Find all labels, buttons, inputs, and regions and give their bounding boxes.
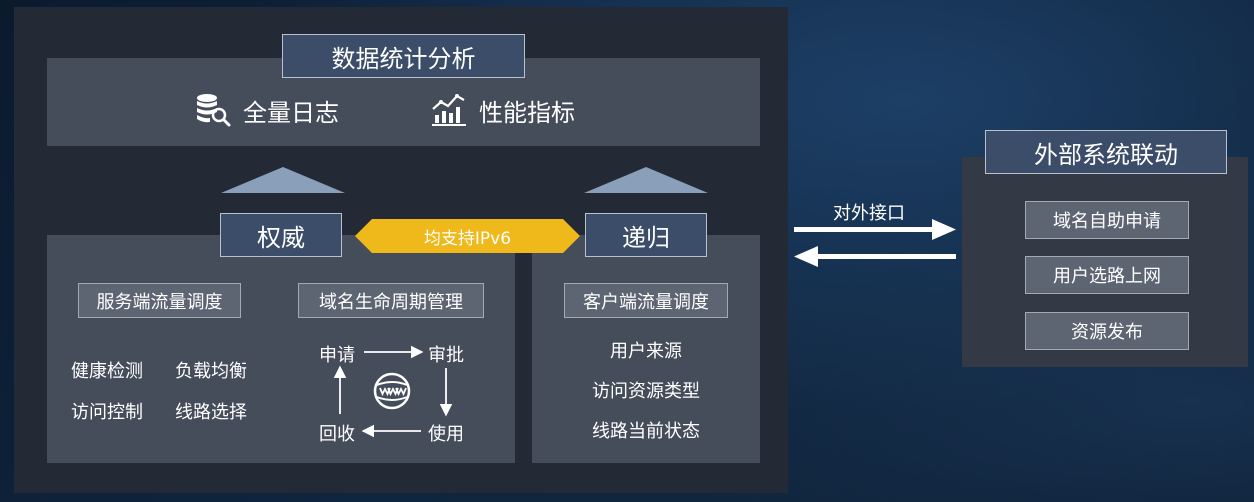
service-traffic-box: 服务端流量调度 xyxy=(78,283,241,318)
access-control-label: 访问控制 xyxy=(71,402,143,423)
external-item-route-select: 用户选路上网 xyxy=(1025,256,1189,294)
full-log-label: 全量日志 xyxy=(243,99,339,127)
domain-lifecycle-box: 域名生命周期管理 xyxy=(298,283,484,318)
recursive-item-resource-type: 访问资源类型 xyxy=(592,381,700,402)
lifecycle-use: 使用 xyxy=(428,424,464,445)
ipv6-label: 均支持IPv6 xyxy=(423,228,512,249)
lifecycle-apply: 申请 xyxy=(319,345,355,366)
lifecycle-recycle: 回收 xyxy=(319,424,355,445)
interface-arrows xyxy=(792,218,958,270)
external-system-title: 外部系统联动 xyxy=(985,130,1227,174)
client-traffic-box: 客户端流量调度 xyxy=(564,283,728,318)
authority-title: 权威 xyxy=(220,213,342,257)
lifecycle-approve: 审批 xyxy=(428,345,464,366)
performance-chart-icon xyxy=(431,93,467,127)
recursive-item-user-source: 用户来源 xyxy=(610,341,682,362)
stats-title: 数据统计分析 xyxy=(282,34,525,78)
load-balance-label: 负载均衡 xyxy=(175,361,247,382)
interface-label: 对外接口 xyxy=(833,203,905,224)
www-globe-icon xyxy=(373,372,411,410)
perf-metrics-label: 性能指标 xyxy=(479,99,575,127)
left-up-triangle xyxy=(221,167,345,193)
recursive-item-line-status: 线路当前状态 xyxy=(592,421,700,442)
lifecycle-arrows xyxy=(300,330,480,450)
external-item-domain-apply: 域名自助申请 xyxy=(1025,201,1189,239)
health-check-label: 健康检测 xyxy=(71,361,143,382)
authority-panel xyxy=(47,235,515,463)
recursive-title: 递归 xyxy=(585,213,707,257)
database-search-icon xyxy=(195,93,231,127)
recursive-panel xyxy=(532,235,760,463)
ipv6-banner: 均支持IPv6 xyxy=(355,219,580,253)
line-select-label: 线路选择 xyxy=(175,402,247,423)
external-item-resource-publish: 资源发布 xyxy=(1025,312,1189,350)
right-up-triangle xyxy=(584,167,708,193)
